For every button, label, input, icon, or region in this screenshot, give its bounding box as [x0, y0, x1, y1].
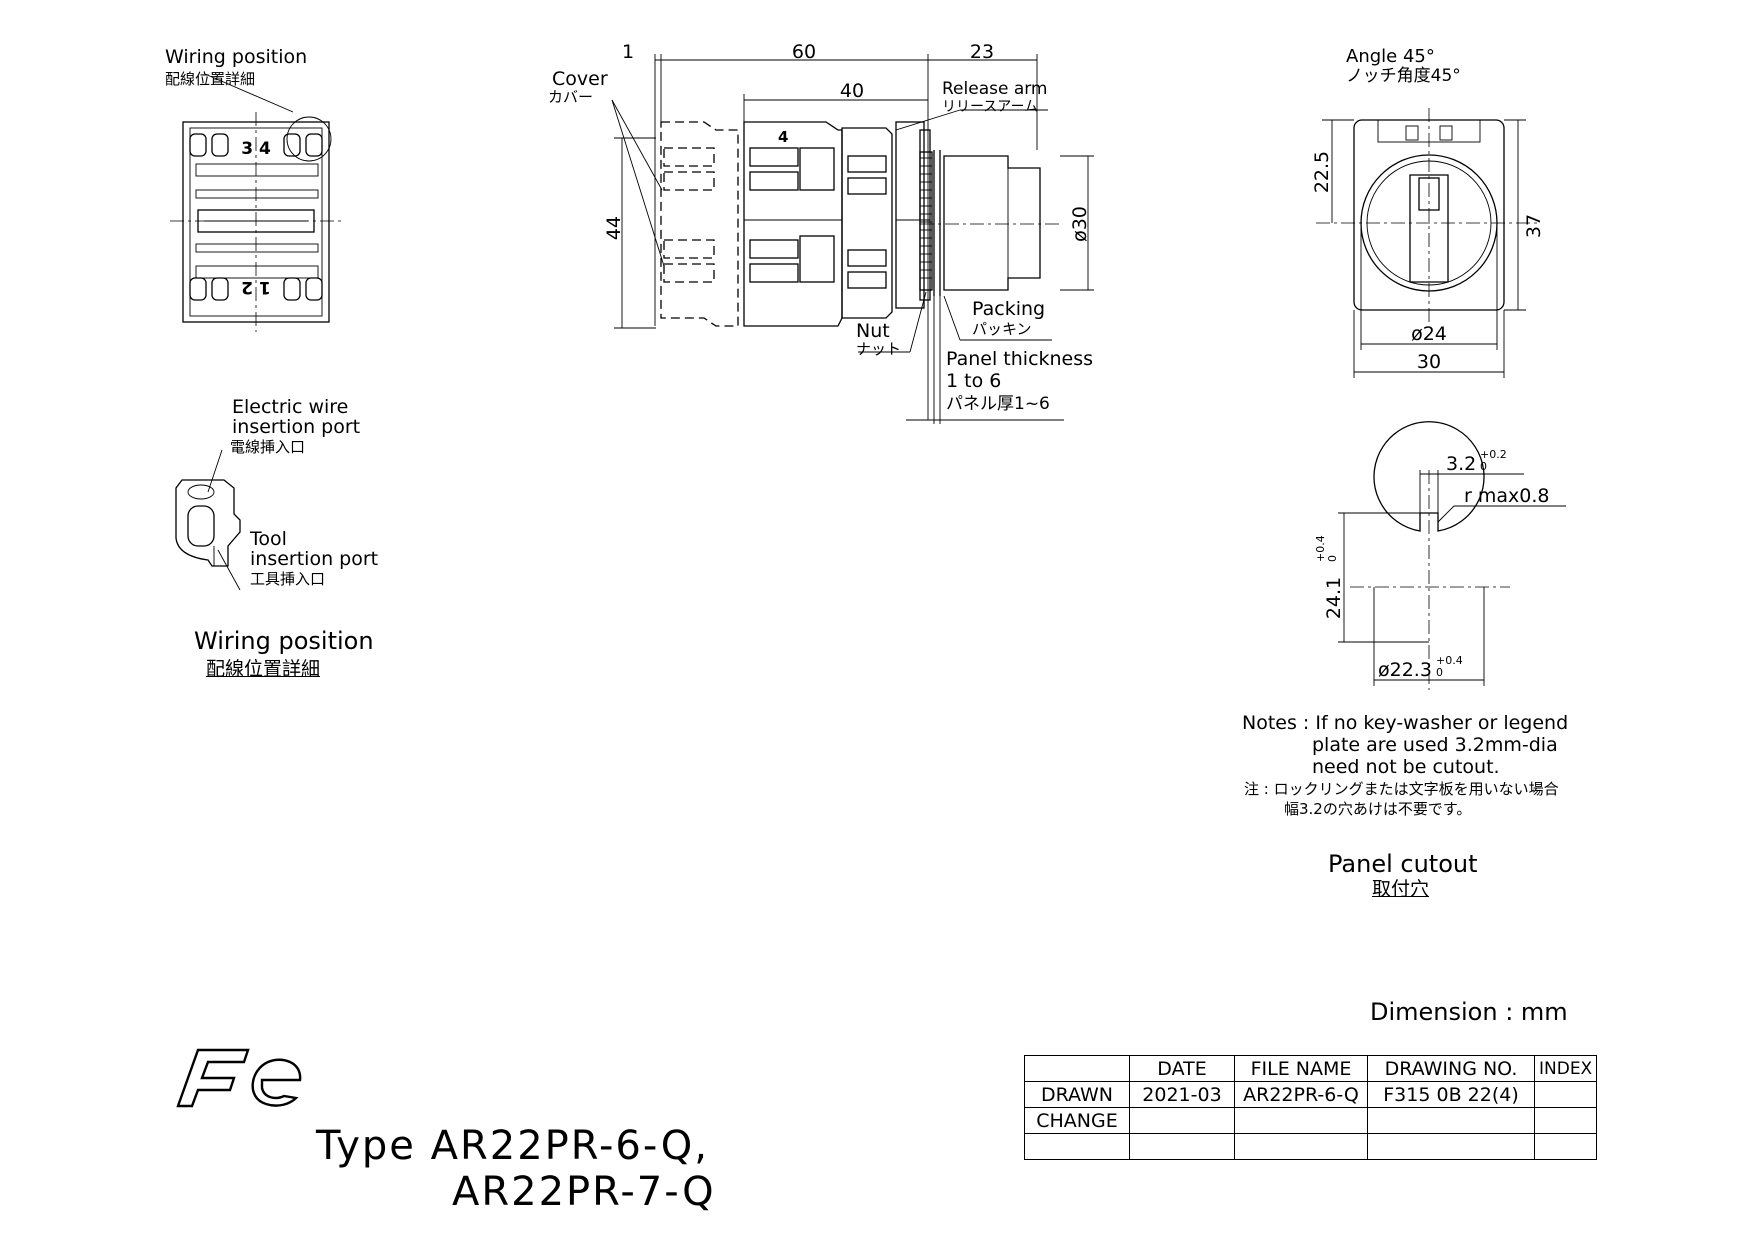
header-index: INDEX: [1533, 1055, 1598, 1082]
panel-thickness-label-ja: パネル厚1~6: [946, 394, 1050, 414]
notes-en-3: need not be cutout.: [1312, 756, 1500, 778]
bottom-terminal-numbers: 1 2: [241, 277, 271, 297]
panel-cutout-caption-en: Panel cutout: [1328, 850, 1478, 878]
title-block-row-change: CHANGE: [1024, 1107, 1598, 1134]
dim-3-2-tol-up: +0.2: [1480, 448, 1507, 461]
dim-1: 1: [622, 41, 634, 63]
dim-40: 40: [840, 80, 864, 102]
dim-3-2: 3.2: [1446, 453, 1476, 475]
wire-port-label-1: Electric wire: [232, 396, 349, 418]
top-terminal-numbers: 3 4: [241, 139, 271, 159]
terminal-4-label: 4: [778, 128, 788, 146]
type-line-1: Type AR22PR-6-Q,: [316, 1123, 709, 1169]
change-file-name: [1234, 1107, 1368, 1134]
change-index: [1533, 1107, 1598, 1134]
dim-22-5: 22.5: [1311, 151, 1333, 193]
notes-en-1: Notes : If no key-washer or legend: [1242, 712, 1569, 734]
dim-24-1-tol-low: 0: [1326, 555, 1339, 562]
empty-cell: [1024, 1133, 1130, 1160]
empty-cell: [1234, 1133, 1368, 1160]
cover-label-en: Cover: [552, 68, 608, 90]
r-max: r max0.8: [1464, 485, 1549, 507]
angle-label-en: Angle 45°: [1346, 46, 1435, 67]
notes-ja-1: 注 : ロックリングまたは文字板を用いない場合: [1244, 780, 1559, 798]
tool-port-label-2: insertion port: [250, 548, 379, 570]
wiring-caption-en: Wiring position: [194, 627, 374, 655]
tool-port-label-ja: 工具挿入口: [250, 570, 326, 588]
release-arm-label-ja: リリースアーム: [942, 99, 1039, 115]
nut-label-ja: ナット: [856, 340, 902, 358]
drawn-file-name: AR22PR-6-Q: [1234, 1081, 1368, 1108]
dim-3-2-tol-low: 0: [1480, 460, 1487, 473]
dim-d22-3-tol-low: 0: [1436, 666, 1443, 679]
change-date: [1129, 1107, 1235, 1134]
header-date: DATE: [1129, 1055, 1235, 1082]
dim-30: 30: [1417, 351, 1441, 373]
drawn-index: [1533, 1081, 1598, 1108]
title-block-row-drawn: DRAWN 2021-03 AR22PR-6-Q F315 0B 22(4): [1024, 1081, 1598, 1108]
drawn-date: 2021-03: [1129, 1081, 1235, 1108]
title-block-corner: [1024, 1055, 1130, 1082]
title-block-row-empty: [1024, 1133, 1598, 1160]
dim-d22-3: ø22.3: [1378, 659, 1432, 681]
wiring-detail-title-en: Wiring position: [165, 46, 308, 68]
wiring-detail-title-ja: 配線位置詳細: [165, 70, 256, 88]
drawn-drawing-no: F315 0B 22(4): [1367, 1081, 1535, 1108]
header-file-name: FILE NAME: [1234, 1055, 1368, 1082]
notes-ja-2: 幅3.2の穴あけは不要です。: [1284, 800, 1472, 818]
panel-cutout-view: 3.2 +0.2 0 r max0.8 24.1 +0.4 0 ø22.3 +0…: [1314, 421, 1566, 690]
empty-cell: [1367, 1133, 1535, 1160]
dim-23: 23: [970, 41, 994, 63]
side-view: 1 60 23 40 44 ø30 4: [603, 41, 1094, 424]
panel-thickness-label-2: 1 to 6: [946, 370, 1002, 392]
dim-d24: ø24: [1411, 323, 1447, 345]
tool-port-label-1: Tool: [250, 528, 287, 550]
empty-cell: [1129, 1133, 1235, 1160]
empty-cell: [1533, 1133, 1598, 1160]
angle-label-ja: ノッチ角度45°: [1346, 66, 1461, 86]
type-line-2: AR22PR-7-Q: [452, 1169, 716, 1215]
dim-d22-3-tol-up: +0.4: [1436, 654, 1463, 667]
wire-port-label-ja: 電線挿入口: [230, 438, 306, 456]
front-view: 22.5 37 ø24 30: [1311, 108, 1545, 378]
wire-port-label-2: insertion port: [232, 416, 361, 438]
port-detail-view: [175, 449, 241, 591]
title-block: DATE FILE NAME DRAWING NO. INDEX DRAWN 2…: [1024, 1055, 1598, 1160]
notes-en-2: plate are used 3.2mm-dia: [1312, 734, 1558, 756]
title-block-header-row: DATE FILE NAME DRAWING NO. INDEX: [1024, 1055, 1598, 1082]
packing-label-ja: パッキン: [972, 320, 1032, 338]
dim-24-1: 24.1: [1323, 577, 1345, 619]
nut-label-en: Nut: [856, 320, 890, 342]
change-drawing-no: [1367, 1107, 1535, 1134]
panel-thickness-label-1: Panel thickness: [946, 348, 1094, 370]
dim-44: 44: [603, 216, 625, 240]
wiring-caption-ja: 配線位置詳細: [206, 658, 321, 680]
panel-cutout-caption-ja: 取付穴: [1372, 878, 1430, 900]
wiring-detail-view: 3 4 1 2: [170, 73, 342, 332]
dim-24-1-tol-up: +0.4: [1314, 535, 1327, 562]
dim-37: 37: [1523, 214, 1545, 238]
fe-logo: [176, 1048, 302, 1108]
release-arm-label-en: Release arm: [942, 79, 1048, 99]
packing-label-en: Packing: [972, 298, 1046, 320]
header-drawing-no: DRAWING NO.: [1367, 1055, 1535, 1082]
row-label-change: CHANGE: [1024, 1107, 1130, 1134]
cover-label-ja: カバー: [548, 88, 594, 106]
dim-d30: ø30: [1069, 206, 1091, 242]
dimension-unit: Dimension : mm: [1370, 998, 1568, 1026]
dim-60: 60: [792, 41, 816, 63]
row-label-drawn: DRAWN: [1024, 1081, 1130, 1108]
